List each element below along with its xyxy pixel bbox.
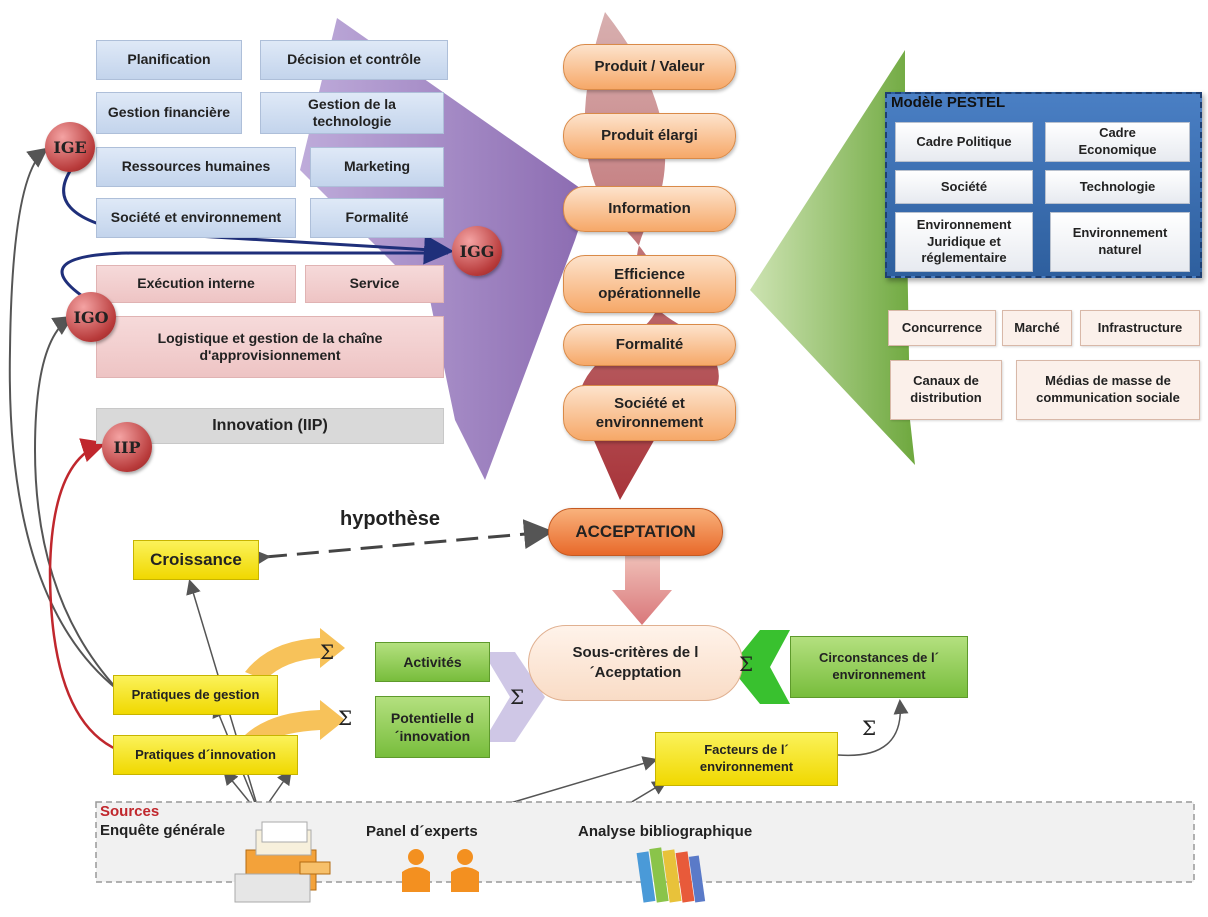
- acceptation-node: ACCEPTATION: [548, 508, 723, 556]
- pestel-title: Modèle PESTEL: [891, 94, 1006, 111]
- env-concurrence: Concurrence: [888, 310, 996, 346]
- innovation-sigma-arrow: [245, 700, 345, 742]
- indicator-igo: IGO: [66, 292, 116, 342]
- acceptation-down-arrow: [612, 555, 672, 625]
- facteurs-circonstances-arrow: [837, 699, 909, 757]
- pratiques-gestion-box: Pratiques de gestion: [113, 675, 278, 715]
- sources-title: Sources: [100, 803, 160, 820]
- source-analyse: Analyse bibliographique: [578, 823, 753, 840]
- criteria-societe: Société et environnement: [563, 385, 736, 441]
- env-canaux: Canaux de distribution: [890, 360, 1002, 420]
- env-infrastructure: Infrastructure: [1080, 310, 1200, 346]
- indicator-iip: IIP: [102, 422, 152, 472]
- pestel-politique: Cadre Politique: [895, 122, 1033, 162]
- igo-igg-connector: [60, 251, 448, 302]
- potentielle-box: Potentielle d´innovation: [375, 696, 490, 758]
- box-marketing: Marketing: [310, 147, 444, 187]
- pestel-technologie: Technologie: [1045, 170, 1190, 204]
- circonstances-chevron: [730, 630, 790, 704]
- criteria-formalite: Formalité: [563, 324, 736, 366]
- box-gestion-technologie: Gestion de la technologie: [260, 92, 444, 134]
- source-panel: Panel d´experts: [366, 823, 478, 840]
- box-execution-interne: Exécution interne: [96, 265, 296, 303]
- hypothesis-line: [239, 519, 554, 575]
- activites-box: Activités: [375, 642, 490, 682]
- sigma-circonstances: Σ: [739, 652, 754, 676]
- croissance-box: Croissance: [133, 540, 259, 580]
- sigma-gestion: Σ: [320, 640, 335, 664]
- pestel-societe: Société: [895, 170, 1033, 204]
- box-ressources-humaines: Ressources humaines: [96, 147, 296, 187]
- facteurs-box: Facteurs de l´ environnement: [655, 732, 838, 786]
- file-drawer-icon: [234, 821, 331, 903]
- pratiques-innovation-box: Pratiques d´innovation: [113, 735, 298, 775]
- box-service: Service: [305, 265, 444, 303]
- innovation-iip-connector: [48, 438, 119, 752]
- box-societe-environnement: Société et environnement: [96, 198, 296, 238]
- box-decision-controle: Décision et contrôle: [260, 40, 448, 80]
- pestel-naturel: Environnement naturel: [1050, 212, 1190, 272]
- box-innovation: Innovation (IIP): [96, 408, 444, 444]
- box-formalite: Formalité: [310, 198, 444, 238]
- sigma-chevron: Σ: [510, 685, 525, 709]
- green-arrow-shape: [750, 50, 915, 465]
- criteria-produit-elargi: Produit élargi: [563, 113, 736, 159]
- box-gestion-financiere: Gestion financière: [96, 92, 242, 134]
- gestion-igo-connector: [33, 315, 119, 691]
- sigma-facteurs: Σ: [862, 716, 877, 740]
- hypothese-label: hypothèse: [340, 508, 441, 530]
- circonstances-box: Circonstances de l´ environnement: [790, 636, 968, 698]
- sous-criteres-node: Sous-critères de l´Acepptation: [528, 625, 743, 701]
- criteria-produit-valeur: Produit / Valeur: [563, 44, 736, 90]
- pestel-economique: Cadre Economique: [1045, 122, 1190, 162]
- pestel-juridique: Environnement Juridique et réglementaire: [895, 212, 1033, 272]
- experts-icon: [402, 849, 479, 892]
- indicator-igg: IGG: [452, 226, 502, 276]
- box-logistique: Logistique et gestion de la chaîne d'app…: [96, 316, 444, 378]
- gestion-ige-connector: [8, 147, 119, 691]
- box-planification: Planification: [96, 40, 242, 80]
- criteria-information: Information: [563, 186, 736, 232]
- env-medias: Médias de masse de communication sociale: [1016, 360, 1200, 420]
- indicator-ige: IGE: [45, 122, 95, 172]
- criteria-efficience: Efficience opérationnelle: [563, 255, 736, 313]
- books-icon: [636, 847, 706, 903]
- sigma-innovation: Σ: [338, 706, 353, 730]
- env-marche: Marché: [1002, 310, 1072, 346]
- source-enquete: Enquête générale: [100, 822, 226, 839]
- gestion-sigma-arrow: [245, 628, 345, 680]
